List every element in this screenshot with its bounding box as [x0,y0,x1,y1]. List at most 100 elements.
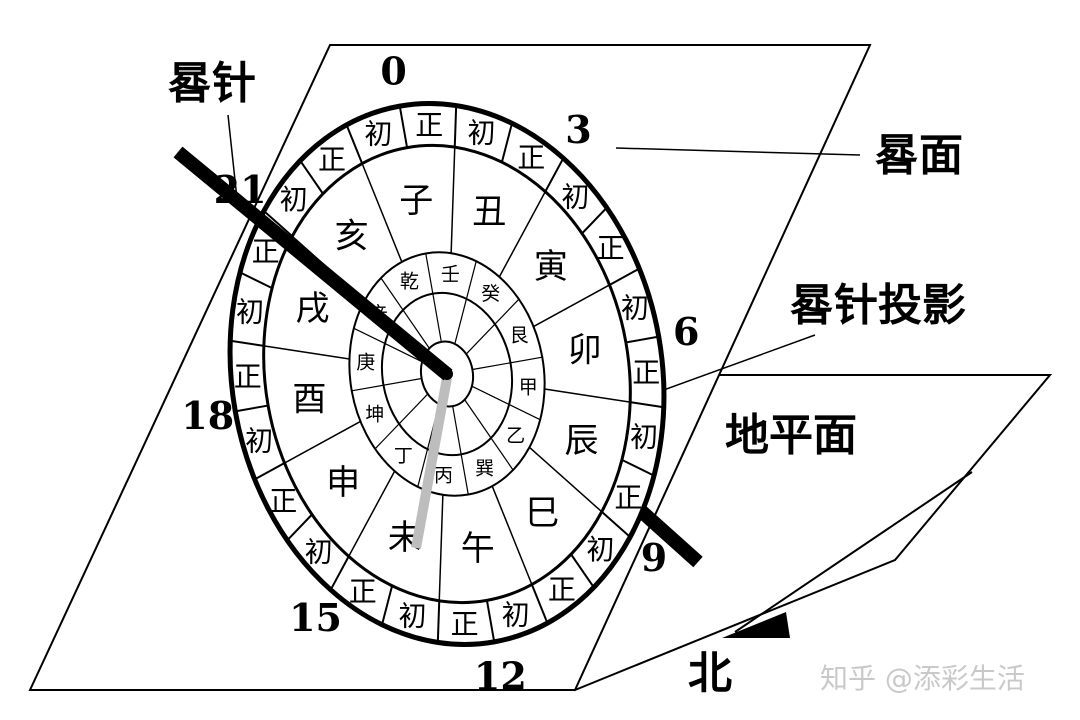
outer-ring-mark: 初 [467,117,495,150]
inner-ring-divider [425,253,442,342]
outer-ring-mark: 正 [632,356,660,389]
outer-ring-mark: 正 [269,484,297,517]
outer-ring-divider [299,160,324,195]
inner-ring-mark: 庚 [356,352,375,374]
north-arrow-icon [722,612,790,638]
outer-ring-divider [500,123,513,163]
hour-number: 3 [565,107,591,152]
outer-ring-divider [398,105,409,148]
outer-ring-divider [570,553,595,588]
hour-number: 12 [474,654,527,699]
inner-ring-divider [464,399,514,471]
outer-ring-divider [453,105,458,148]
hour-number: 18 [181,393,234,438]
inner-ring-divider [454,261,477,345]
earthly-branch: 辰 [565,421,599,461]
outer-ring-mark: 初 [236,295,264,328]
outer-ring-mark: 正 [614,481,642,514]
earthly-branch: 卯 [568,331,602,371]
inner-ring-mark: 坤 [365,404,384,426]
branch-divider [533,284,610,328]
north-direction-line [734,471,973,633]
outer-ring-mark: 正 [349,575,377,608]
outer-ring-mark: 初 [502,598,530,631]
outer-ring-mark: 初 [630,421,658,454]
hour-number: 0 [380,48,406,93]
branch-divider [491,485,533,585]
inner-ring-mark: 甲 [519,376,538,398]
inner-ring-mark: 壬 [441,263,460,285]
inner-ring-divider [452,406,469,495]
inner-ring-mark: 艮 [510,324,529,346]
outer-ring-mark: 正 [234,360,262,393]
outer-ring-mark: 正 [451,607,479,640]
outer-ring-mark: 初 [621,292,649,325]
outer-ring-mark: 正 [517,141,545,174]
outer-ring-mark: 正 [548,573,576,606]
hour-number: 6 [673,309,699,354]
branch-divider [450,147,456,254]
gnomon-base [441,368,453,380]
outer-ring-mark: 正 [415,109,443,142]
earthly-branch: 寅 [534,247,568,287]
earthly-branch: 戌 [295,289,329,329]
earthly-branch: 亥 [335,216,369,256]
gnomon-lower [635,504,703,568]
inner-ring-divider [353,327,423,363]
outer-ring-divider [329,555,350,591]
outer-ring-divider [436,600,441,643]
outer-ring-divider [239,271,273,290]
inner-ring-mark: 巽 [475,457,494,479]
outer-ring-mark: 初 [364,118,392,151]
outer-ring-mark: 初 [399,599,427,632]
outer-ring-divider [629,401,664,409]
inner-ring-mark: 乙 [506,425,525,447]
inner-ring-mark: 乾 [400,271,419,293]
dial-face: 正初正初正初正初正初正初正初正初正初正初正初正初子丑寅卯辰巳午未申酉戌亥壬癸艮甲… [181,48,699,699]
gnomon-upper [173,146,453,381]
earthly-branch: 巳 [525,494,559,534]
earthly-branch: 申 [326,463,360,503]
inner-ring-divider [380,277,430,349]
branch-divider [528,446,603,513]
outer-ring-mark: 正 [597,232,625,265]
gnomon-shadow [411,377,452,549]
branch-divider [544,388,631,403]
watermark: 知乎 @添彩生活 [820,662,1025,695]
branch-divider [361,163,403,263]
earthly-branch: 子 [399,181,433,221]
outer-ring-mark: 初 [280,183,308,216]
outer-ring-divider [235,404,269,413]
inner-ring-divider [374,393,429,450]
gnomon-label: 晷针 [168,58,256,109]
outer-ring-divider [601,510,631,538]
branch-divider [348,470,396,557]
outer-ring-divider [609,267,640,286]
outer-ring-divider [286,513,313,541]
earthly-branch: 酉 [292,379,326,419]
dial-face-label: 晷面 [875,130,963,181]
gnomon-shadow-label: 晷针投影 [790,280,966,331]
inner-ring-divider [472,356,543,371]
outer-ring-mark: 初 [586,533,614,566]
outer-ring-divider [254,462,285,481]
inner-ring-mark: 癸 [481,283,500,305]
hour-number: 9 [641,535,667,580]
inner-ring-mark: 丙 [434,465,453,487]
outer-ring-divider [581,207,608,235]
inner-ring-divider [471,385,541,421]
outer-ring-mark: 初 [245,424,273,457]
outer-ring-mark: 初 [305,536,333,569]
earthly-branch: 丑 [472,192,506,232]
branch-divider [284,420,361,464]
hour-number: 15 [289,595,342,640]
inner-ring-divider [465,298,520,355]
inner-ring-divider [351,377,422,392]
outer-ring-divider [530,584,549,624]
branch-divider [498,191,546,278]
branch-divider [263,345,350,360]
outer-ring-mark: 正 [318,143,346,176]
outer-ring-divider [230,339,265,347]
dial-face-leader-line [615,147,861,156]
